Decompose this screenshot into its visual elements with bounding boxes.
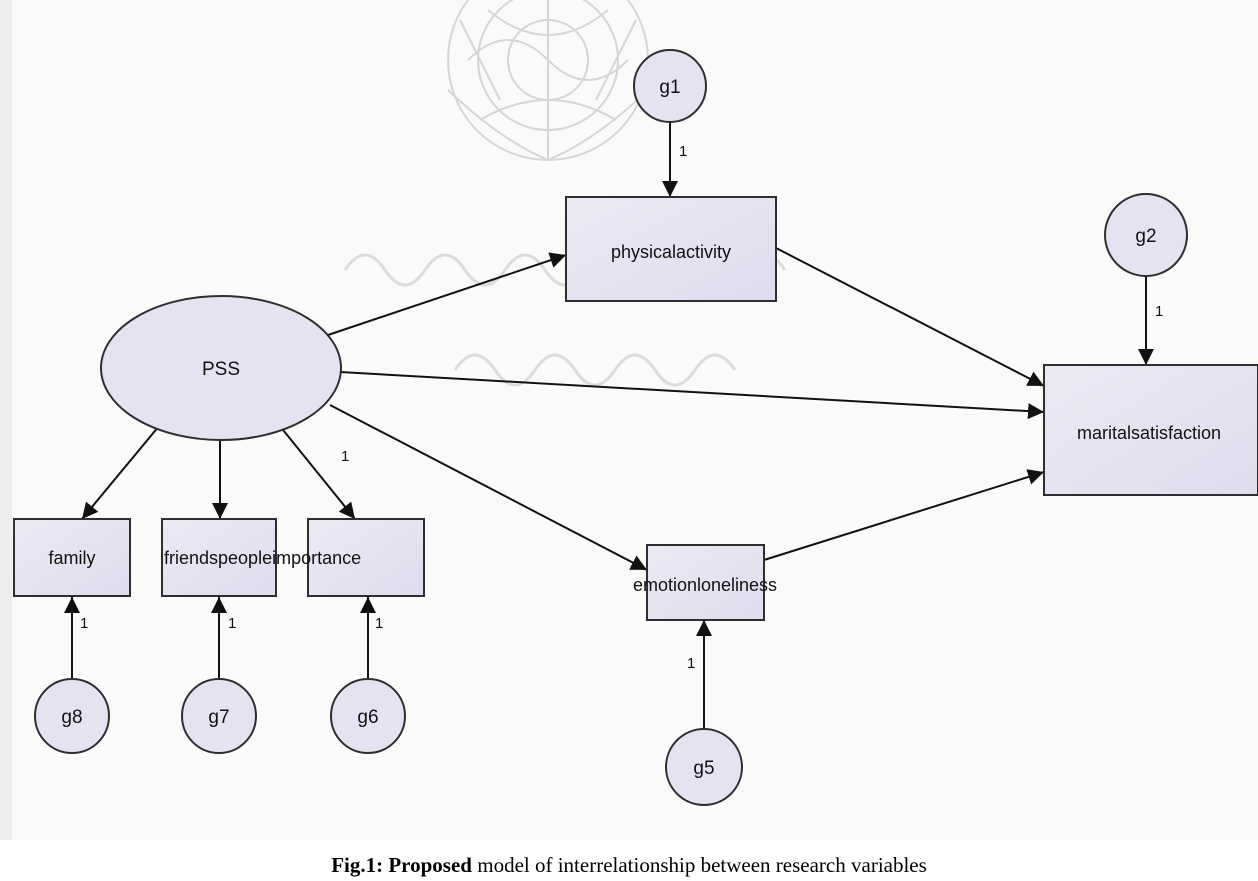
emotionloneliness-label: emotionloneliness [633,575,777,595]
weight-g8-family: 1 [80,615,88,632]
caption-label: Fig.1: [331,853,384,877]
weight-pss-indicator: 1 [341,448,349,465]
weight-g7-friends: 1 [228,615,236,632]
g6-label: g6 [357,707,378,728]
error-g8: g8 [34,678,110,754]
left-edge-shadow [0,0,12,840]
observed-indicator-3 [307,518,425,597]
error-g7: g7 [181,678,257,754]
physicalactivity-label: physicalactivity [611,242,731,262]
latent-pss: PSS [100,295,342,441]
weight-g6-indicator: 1 [375,615,383,632]
path-physicalactivity-to-maritalsatisfaction [775,247,1045,387]
weight-g5-emotion: 1 [687,655,695,672]
watermark-logo [447,0,649,162]
weight-g2-marital: 1 [1155,303,1163,320]
figure-caption: Fig.1: Proposed model of interrelationsh… [0,853,1258,878]
pss-label: PSS [202,359,240,380]
path-pss-to-family [81,419,165,520]
observed-family: family [13,518,131,597]
paths [64,119,1154,730]
g5-label: g5 [693,758,714,779]
maritalsatisfaction-label: maritalsatisfaction [1077,423,1221,443]
error-g6: g6 [330,678,406,754]
error-g5: g5 [665,728,743,806]
caption-text: model of interrelationship between resea… [471,853,927,877]
g8-label: g8 [61,707,82,728]
observed-friends [161,518,277,597]
weight-g1-physical: 1 [679,143,687,160]
friendspeopleimportance-label: friendspeopleimportance [164,548,361,568]
path-pss-to-maritalsatisfaction [339,371,1045,420]
caption-bold: Proposed [388,853,472,877]
path-pss-to-physicalactivity [327,252,567,336]
g7-label: g7 [208,707,229,728]
path-pss-to-emotionloneliness [329,404,648,571]
observed-emotionloneliness: emotionloneliness [633,544,777,621]
observed-physicalactivity: physicalactivity [565,196,777,302]
g1-label: g1 [659,77,680,98]
g2-label: g2 [1135,226,1156,247]
family-label: family [48,548,95,568]
path-pss-to-indicator-3 [274,419,356,520]
observed-maritalsatisfaction: maritalsatisfaction [1043,364,1258,496]
path-emotionloneliness-to-maritalsatisfaction [763,469,1045,561]
error-g2: g2 [1104,193,1188,277]
error-g1: g1 [633,49,707,123]
